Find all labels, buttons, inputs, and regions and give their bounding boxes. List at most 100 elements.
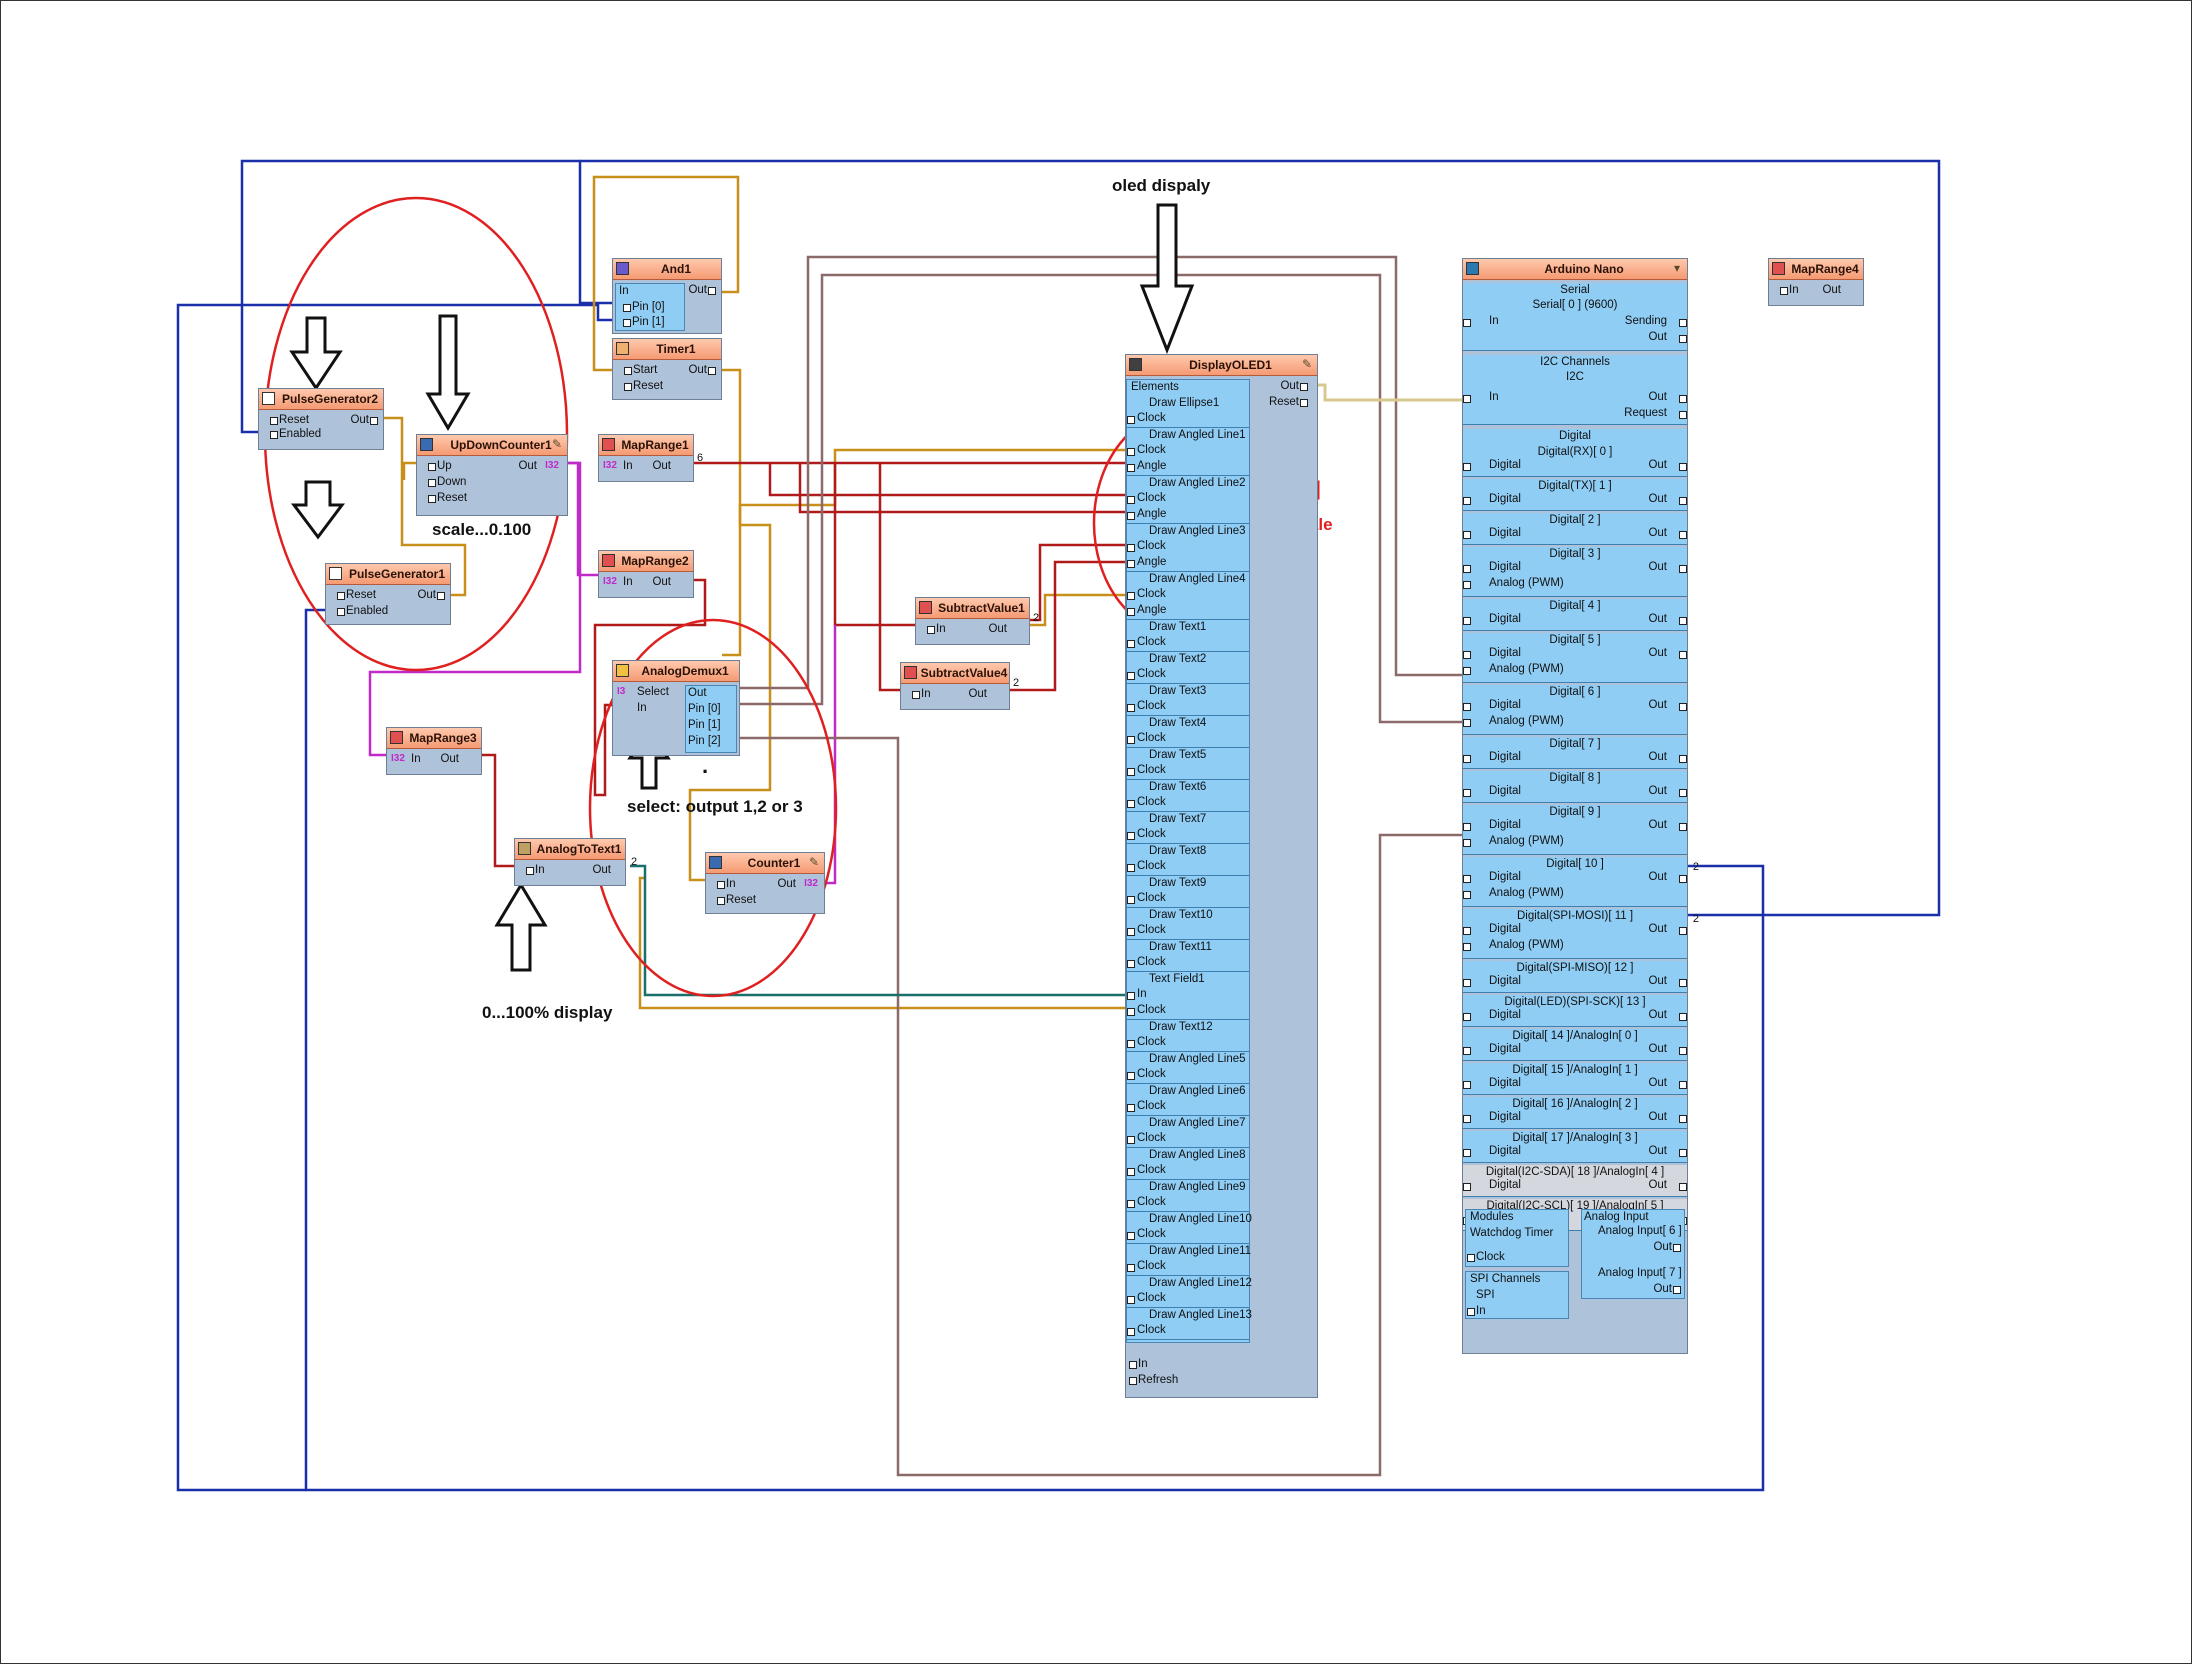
pin-out[interactable]: Out [1648, 391, 1687, 403]
digital-input-pin[interactable]: Digital [1463, 751, 1521, 763]
oled-element-pin[interactable]: Clock [1127, 1036, 1166, 1048]
pin-out[interactable]: Out [688, 284, 716, 296]
oled-element-pin[interactable]: Clock [1127, 1004, 1166, 1016]
pin-out[interactable]: Out [652, 460, 671, 472]
pin-reset[interactable]: Reset [336, 589, 377, 601]
oled-element-pin[interactable]: Clock [1127, 828, 1166, 840]
pin-out[interactable]: Out [1822, 284, 1841, 296]
digital-input-pin[interactable]: Digital [1463, 613, 1521, 625]
digital-input-pin[interactable]: Analog (PWM) [1463, 715, 1564, 727]
pin-in[interactable]: In [637, 702, 647, 714]
pin-out[interactable]: Out [1653, 1283, 1681, 1295]
pin-in[interactable]: In [912, 688, 931, 700]
oled-element-pin[interactable]: Clock [1127, 796, 1166, 808]
digital-output-pin[interactable]: Out [1648, 647, 1687, 659]
oled-element-pin[interactable]: Clock [1127, 412, 1166, 424]
oled-element-pin[interactable]: Clock [1127, 892, 1166, 904]
digital-output-pin[interactable]: Out [1648, 613, 1687, 625]
digital-output-pin[interactable]: Out [1648, 493, 1687, 505]
digital-input-pin[interactable]: Digital [1463, 1077, 1521, 1089]
pin-start[interactable]: Start [623, 364, 658, 376]
digital-input-pin[interactable]: Digital [1463, 527, 1521, 539]
oled-element-pin[interactable]: Angle [1126, 460, 1167, 472]
component-and1[interactable]: And1 In Pin [0] Pin [1] Out [612, 258, 722, 334]
component-subtract4[interactable]: SubtractValue4 In Out [900, 662, 1010, 710]
digital-output-pin[interactable]: Out [1648, 459, 1687, 471]
digital-output-pin[interactable]: Out [1648, 751, 1687, 763]
pin-1[interactable]: Pin [1] [623, 316, 665, 328]
digital-input-pin[interactable]: Digital [1463, 819, 1521, 831]
pin-reset[interactable]: Reset [623, 380, 664, 392]
oled-element-pin[interactable]: Clock [1127, 924, 1166, 936]
pin-out[interactable]: Out [592, 864, 611, 876]
oled-element-pin[interactable]: Clock [1127, 540, 1166, 552]
digital-input-pin[interactable]: Digital [1463, 871, 1521, 883]
pin-request[interactable]: Request [1624, 407, 1687, 419]
oled-element-pin[interactable]: Angle [1126, 508, 1167, 520]
pin-up[interactable]: Up [428, 460, 452, 472]
component-subtract1[interactable]: SubtractValue1 In Out [915, 597, 1030, 645]
pin-in[interactable]: In [1464, 315, 1499, 327]
oled-element-pin[interactable]: Clock [1127, 1132, 1166, 1144]
component-maprange2[interactable]: MapRange2 I32 In Out [598, 550, 694, 598]
digital-output-pin[interactable]: Out [1648, 871, 1687, 883]
pin-reset[interactable]: Reset [427, 492, 468, 504]
digital-output-pin[interactable]: Out [1648, 561, 1687, 573]
pin-out[interactable]: Out [988, 623, 1007, 635]
digital-input-pin[interactable]: Digital [1463, 459, 1521, 471]
oled-element-pin[interactable]: Clock [1127, 1068, 1166, 1080]
oled-element-pin[interactable]: Clock [1127, 860, 1166, 872]
component-analogdemux[interactable]: AnalogDemux1 I3 Select In Out Pin [0] Pi… [612, 660, 740, 756]
oled-element-pin[interactable]: Clock [1127, 956, 1166, 968]
digital-output-pin[interactable]: Out [1648, 785, 1687, 797]
digital-output-pin[interactable]: Out [1648, 1145, 1687, 1157]
digital-input-pin[interactable]: Digital [1463, 647, 1521, 659]
oled-element-pin[interactable]: Clock [1127, 1292, 1166, 1304]
pin-in[interactable]: In [411, 753, 421, 765]
oled-element-pin[interactable]: Clock [1127, 636, 1166, 648]
pin-out[interactable]: Out [1280, 380, 1308, 392]
pin-1[interactable]: Pin [1] [688, 719, 721, 731]
digital-input-pin[interactable]: Analog (PWM) [1463, 835, 1564, 847]
pin-0[interactable]: Pin [0] [688, 703, 721, 715]
digital-input-pin[interactable]: Digital [1463, 1111, 1521, 1123]
pin-out[interactable]: Out [440, 753, 459, 765]
digital-input-pin[interactable]: Analog (PWM) [1463, 939, 1564, 951]
pin-out[interactable]: Out [350, 414, 378, 426]
oled-element-pin[interactable]: Clock [1127, 668, 1166, 680]
digital-input-pin[interactable]: Digital [1463, 493, 1521, 505]
component-pulse2[interactable]: PulseGenerator2 Reset Enabled Out [258, 388, 384, 450]
oled-element-pin[interactable]: Clock [1127, 1324, 1166, 1336]
oled-element-pin[interactable]: Clock [1127, 444, 1166, 456]
digital-output-pin[interactable]: Out [1648, 975, 1687, 987]
oled-element-pin[interactable]: Angle [1126, 556, 1167, 568]
digital-input-pin[interactable]: Digital [1463, 561, 1521, 573]
digital-output-pin[interactable]: Out [1648, 1009, 1687, 1021]
oled-element-pin[interactable]: Clock [1127, 764, 1166, 776]
digital-input-pin[interactable]: Digital [1463, 975, 1521, 987]
digital-input-pin[interactable]: Digital [1463, 785, 1521, 797]
pin-in[interactable]: In [1467, 1305, 1486, 1317]
digital-output-pin[interactable]: Out [1648, 1111, 1687, 1123]
oled-element-pin[interactable]: Clock [1127, 492, 1166, 504]
